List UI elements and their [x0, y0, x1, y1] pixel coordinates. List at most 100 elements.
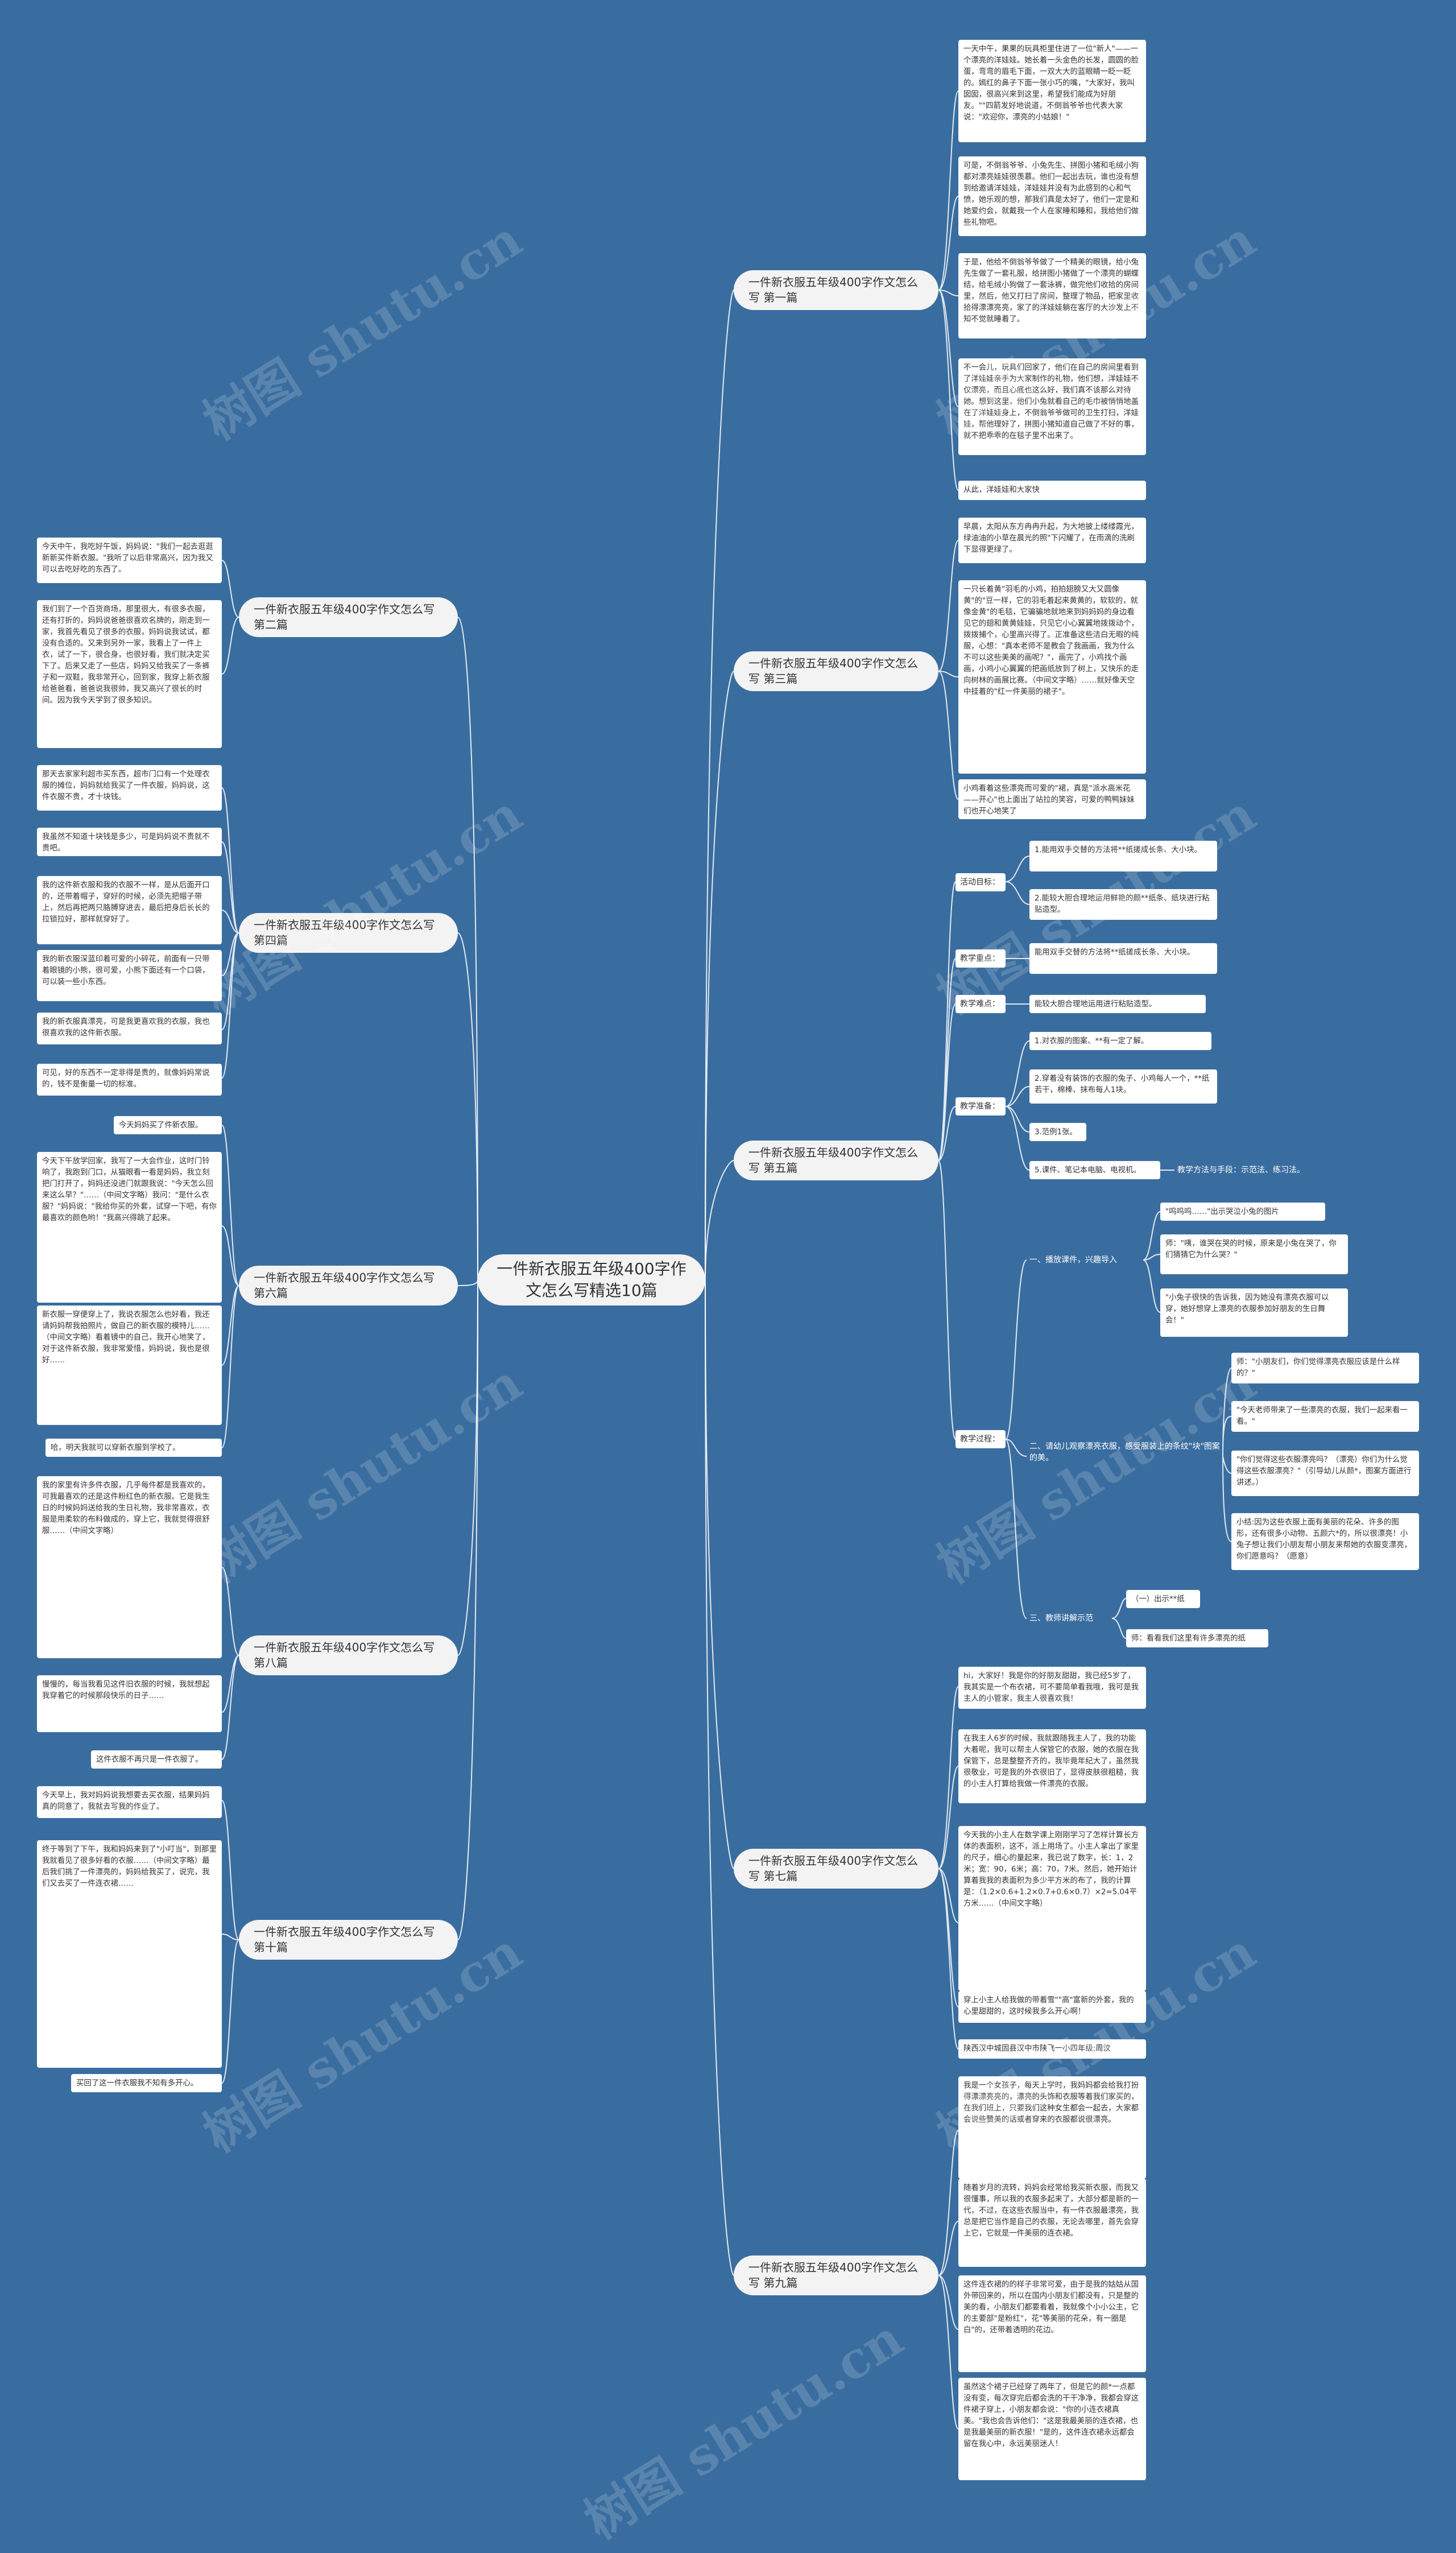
prep-label[interactable]: 教学准备：	[956, 1097, 1006, 1116]
link-b1-leaf	[938, 90, 959, 491]
link-b5-key	[1006, 958, 1029, 1005]
branch-essay-4[interactable]: 一件新衣服五年级400字作文怎么写 第四篇	[239, 913, 458, 953]
link-b3-leaf	[938, 540, 959, 800]
step1-item[interactable]: "小兔子很快的告诉我，因为她没有漂亮衣服可以穿，她好想穿上漂亮的衣服参加好朋友的…	[1160, 1288, 1348, 1337]
branch-essay-3[interactable]: 一件新衣服五年级400字作文怎么写 第三篇	[734, 651, 938, 691]
step1-label[interactable]: 一、播放课件，兴趣导入	[1029, 1255, 1117, 1265]
essay-9-paragraph[interactable]: 虽然这个裙子已经穿了两年了，但是它的颜*一点都没有变，每次穿完后都会洗的干干净净…	[958, 2378, 1146, 2480]
essay-6-paragraph[interactable]: 今天妈妈买了件新衣服。	[114, 1116, 222, 1134]
watermark: 树图 shutu.cn	[574, 2308, 913, 2551]
essay-4-paragraph[interactable]: 我的新衣服真漂亮，可是我更喜欢我的衣服，我也很喜欢我的这件新衣服。	[37, 1013, 222, 1044]
essay-10-paragraph[interactable]: 买回了这一件衣服我不知有多开心。	[71, 2074, 222, 2092]
essay-2-paragraph[interactable]: 今天中午，我吃好午饭，妈妈说："我们一起去逛逛新新买件新衣服。"我听了以后非常高…	[37, 538, 222, 583]
watermark: 树图 shutu.cn	[926, 1352, 1265, 1595]
link-b2-leaf	[221, 560, 239, 675]
link-center-b1	[705, 290, 734, 1280]
step2-label[interactable]: 二、请幼儿观察漂亮衣服，感受服装上的条纹"块"图案的美。	[1029, 1442, 1220, 1463]
key-label[interactable]: 教学重点：	[956, 949, 1006, 968]
branch-essay-1[interactable]: 一件新衣服五年级400字作文怎么写 第一篇	[734, 270, 938, 310]
essay-6-paragraph[interactable]: 新衣服一穿便穿上了，我说衣服怎么也好看，我还请妈妈帮我拍照片，做自己的新衣服的模…	[37, 1306, 222, 1425]
essay-8-paragraph[interactable]: 这件衣服不再只是一件衣服了。	[91, 1750, 222, 1769]
difficulty-label[interactable]: 教学难点：	[956, 995, 1006, 1013]
step2-item[interactable]: 师："小朋友们，你们觉得漂亮衣服应该是什么样的？"	[1231, 1353, 1419, 1383]
branch-essay-5[interactable]: 一件新衣服五年级400字作文怎么写 第五篇	[734, 1141, 938, 1180]
essay-4-paragraph[interactable]: 我虽然不知道十块钱是多少，可是妈妈说不贵就不贵吧。	[37, 828, 222, 856]
essay-8-paragraph[interactable]: 慢慢的，每当我看见这件旧衣服的时候，我就想起我穿着它的时候那段快乐的日子……	[37, 1675, 222, 1732]
link-center-b2	[457, 617, 478, 1280]
link-b10-leaf	[221, 1800, 239, 2084]
essay-4-paragraph[interactable]: 我的新衣服深蓝印着可爱的小碎花，前面有一只带着眼镜的小熊，很可爱，小熊下面还有一…	[37, 950, 222, 1001]
essay-1-paragraph[interactable]: 可是，不倒翁爷爷、小兔先生、拼图小猪和毛绒小狗都对漂亮娃娃很羡慕。他们一起出去玩…	[958, 156, 1146, 236]
link-center-b9	[705, 1279, 734, 2276]
watermark: 树图 shutu.cn	[193, 1352, 532, 1595]
link-center-b3	[705, 671, 734, 1280]
step1-item[interactable]: "呜呜呜……"出示哭泣小兔的图片	[1160, 1203, 1325, 1221]
center-topic[interactable]: 一件新衣服五年级400字作文怎么写精选10篇	[478, 1254, 705, 1306]
essay-10-paragraph[interactable]: 终于等到了下午，我和妈妈来到了"小叮当"，到那里我就看见了很多好看的衣服……（中…	[37, 1840, 222, 2068]
essay-1-paragraph[interactable]: 一天中午，果果的玩具柜里住进了一位"新人"——一个漂亮的洋娃娃。她长着一头金色的…	[958, 40, 1146, 142]
link-b6-leaf	[221, 1125, 239, 1448]
link-b9-leaf	[938, 2130, 959, 2430]
goal-item[interactable]: 2.能较大胆合理地运用鲜艳的颜**纸条、纸块进行粘贴造型。	[1029, 889, 1217, 920]
link-center-b6	[457, 1279, 478, 1286]
essay-6-paragraph[interactable]: 今天下午放学回家，我写了一大会作业，这时门铃响了，我跑到门口，从猫眼看一看是妈妈…	[37, 1152, 222, 1303]
essay-1-paragraph[interactable]: 不一会儿，玩具们回家了，他们在自己的房间里看到了洋娃娃亲手为大家制作的礼物，他们…	[958, 358, 1146, 455]
link-b5-process	[1005, 1259, 1027, 1619]
difficulty-point[interactable]: 能较大胆合理地运用进行粘贴造型。	[1029, 995, 1206, 1013]
step2-item[interactable]: "今天老师带来了一些漂亮的衣服，我们一起来看一看。"	[1231, 1401, 1419, 1432]
link-b8-leaf	[221, 1567, 239, 1760]
essay-9-paragraph[interactable]: 我是一个女孩子，每天上学时，我妈妈都会给我打扮得漂漂亮亮的，漂亮的头饰和衣服等着…	[958, 2076, 1146, 2179]
essay-3-paragraph[interactable]: 小鸡看着这些漂亮而可爱的"裙，真是"派水高米花——开心"也上面出了站拉的笑容，可…	[958, 779, 1146, 819]
branch-essay-8[interactable]: 一件新衣服五年级400字作文怎么写 第八篇	[239, 1635, 458, 1675]
key-point[interactable]: 能用双手交替的方法将**纸搓成长条、大小块。	[1029, 943, 1217, 974]
essay-3-paragraph[interactable]: 一只长着黄"羽毛的小鸡，拍拍翅膀又大又圆像黄"的"豆一样，它的羽毛着起来黄黄的，…	[958, 580, 1146, 774]
goal-item[interactable]: 1.能用双手交替的方法将**纸搓成长条、大小块。	[1029, 841, 1217, 871]
branch-essay-6[interactable]: 一件新衣服五年级400字作文怎么写 第六篇	[239, 1266, 458, 1306]
branch-essay-9[interactable]: 一件新衣服五年级400字作文怎么写 第九篇	[734, 2255, 938, 2295]
prep-item[interactable]: 2.穿着没有装饰的衣服的兔子、小鸡每人一个，**纸若干，棉棒、抹布每人1块。	[1029, 1069, 1217, 1104]
goal-label[interactable]: 活动目标：	[956, 873, 1006, 891]
link-b5-step2	[1222, 1368, 1232, 1542]
teaching-method: 教学方法与手段：示范法、练习法。	[1177, 1166, 1305, 1175]
essay-10-paragraph[interactable]: 今天早上，我对妈妈说我想要去买衣服，结果妈妈真的同意了，我就去写我的作业了。	[37, 1786, 222, 1818]
step2-item[interactable]: 小结:因为这些衣服上面有美丽的花朵、许多的图形，还有很多小动物、五颜六*的，所以…	[1231, 1513, 1419, 1570]
link-center-b5	[705, 1160, 734, 1280]
step3-label[interactable]: 三、教师讲解示范	[1029, 1614, 1093, 1623]
link-b5-leaf	[938, 881, 956, 1440]
watermark: 树图 shutu.cn	[193, 209, 532, 452]
essay-1-paragraph[interactable]: 于是，他给不倒翁爷爷做了一个精美的眼镜，给小兔先生做了一套礼服，给拼图小猪做了一…	[958, 253, 1146, 338]
branch-essay-7[interactable]: 一件新衣服五年级400字作文怎么写 第七篇	[734, 1849, 938, 1889]
link-center-b7	[705, 1279, 734, 1869]
prep-item[interactable]: 1.对衣服的图案、**有一定了解。	[1029, 1032, 1211, 1050]
link-center-b10	[457, 1279, 478, 1940]
essay-7-paragraph[interactable]: 陕西汉中城固县汉中市陕飞一小四年级:周汶	[958, 2039, 1146, 2059]
essay-4-paragraph[interactable]: 那天去家家利超市买东西，超市门口有一个处理衣服的摊位，妈妈就给我买了一件衣服，妈…	[37, 765, 222, 811]
essay-7-paragraph[interactable]: 穿上小主人给我做的带着雪""高"富新的外套，我的心里甜甜的，这时候我多么开心啊！	[958, 1991, 1146, 2023]
essay-1-paragraph[interactable]: 从此，洋娃娃和大家快	[958, 481, 1146, 500]
link-center-b4	[457, 932, 478, 1280]
branch-essay-10[interactable]: 一件新衣服五年级400字作文怎么写 第十篇	[239, 1920, 458, 1960]
essay-2-paragraph[interactable]: 我们到了一个百货商场，那里很大，有很多衣服，还有打折的，妈妈说爸爸很喜欢名牌的，…	[37, 600, 222, 748]
link-b5-goals	[1005, 856, 1030, 905]
step3-item[interactable]: 师：看看我们这里有许多漂亮的纸	[1126, 1629, 1268, 1647]
essay-8-paragraph[interactable]: 我的家里有许多件衣服，几乎每件都是我喜欢的，可我最喜欢的还是这件粉红色的新衣服。…	[37, 1476, 222, 1658]
step1-item[interactable]: 师："咦，谁哭在哭的时候，原来是小兔在哭了，你们猜猜它为什么哭？"	[1160, 1234, 1348, 1274]
link-b4-leaf	[221, 787, 239, 1079]
essay-7-paragraph[interactable]: hi，大家好！我是你的好朋友甜甜，我已经5岁了，我其实是一个布衣裙，可不要简单看…	[958, 1667, 1146, 1709]
branch-essay-2[interactable]: 一件新衣服五年级400字作文怎么写 第二篇	[239, 597, 458, 637]
watermark: 树图 shutu.cn	[193, 783, 532, 1026]
essay-6-paragraph[interactable]: 哈，明天我就可以穿新衣服到学校了。	[46, 1439, 222, 1457]
link-b7-leaf	[938, 1686, 959, 2050]
prep-item[interactable]: 3.范例1张。	[1029, 1123, 1086, 1141]
step2-item[interactable]: "你们觉得这些衣服漂亮吗？（漂亮）你们为什么觉得这些衣服漂亮？"（引导幼儿从颜*…	[1231, 1451, 1419, 1496]
step3-item[interactable]: （一）出示**纸	[1126, 1590, 1200, 1608]
prep-item[interactable]: 5.课件、笔记本电脑、电视机。	[1029, 1161, 1160, 1179]
essay-7-paragraph[interactable]: 今天我的小主人在数学课上刚刚学习了怎样计算长方体的表面积，这不，派上用场了。小主…	[958, 1826, 1146, 1991]
essay-4-paragraph[interactable]: 我的这件新衣服和我的衣服不一样，是从后面开口的，还带着帽子，穿好的时候，必须先把…	[37, 876, 222, 944]
process-label[interactable]: 教学过程：	[956, 1430, 1006, 1448]
essay-9-paragraph[interactable]: 随着岁月的流转，妈妈会经常给我买新衣服，而我又很懂事，所以我的衣服多起来了，大部…	[958, 2179, 1146, 2267]
essay-7-paragraph[interactable]: 在我主人6岁的时候，我就跟随我主人了，我的功能大着呢，我可以帮主人保管它的衣服，…	[958, 1729, 1146, 1803]
essay-9-paragraph[interactable]: 这件连衣裙的的样子非常可爱，由于是我的姑姑从国外带回来的，所以在国内小朋友们都没…	[958, 2275, 1146, 2372]
essay-4-paragraph[interactable]: 可见，好的东西不一定非得是贵的，就像妈妈常说的，钱不是衡量一切的标准。	[37, 1064, 222, 1096]
essay-3-paragraph[interactable]: 早晨，太阳从东方冉冉升起，为大地披上缕缕霞光，绿油油的小草在晨光的照"下闪耀了，…	[958, 518, 1146, 563]
